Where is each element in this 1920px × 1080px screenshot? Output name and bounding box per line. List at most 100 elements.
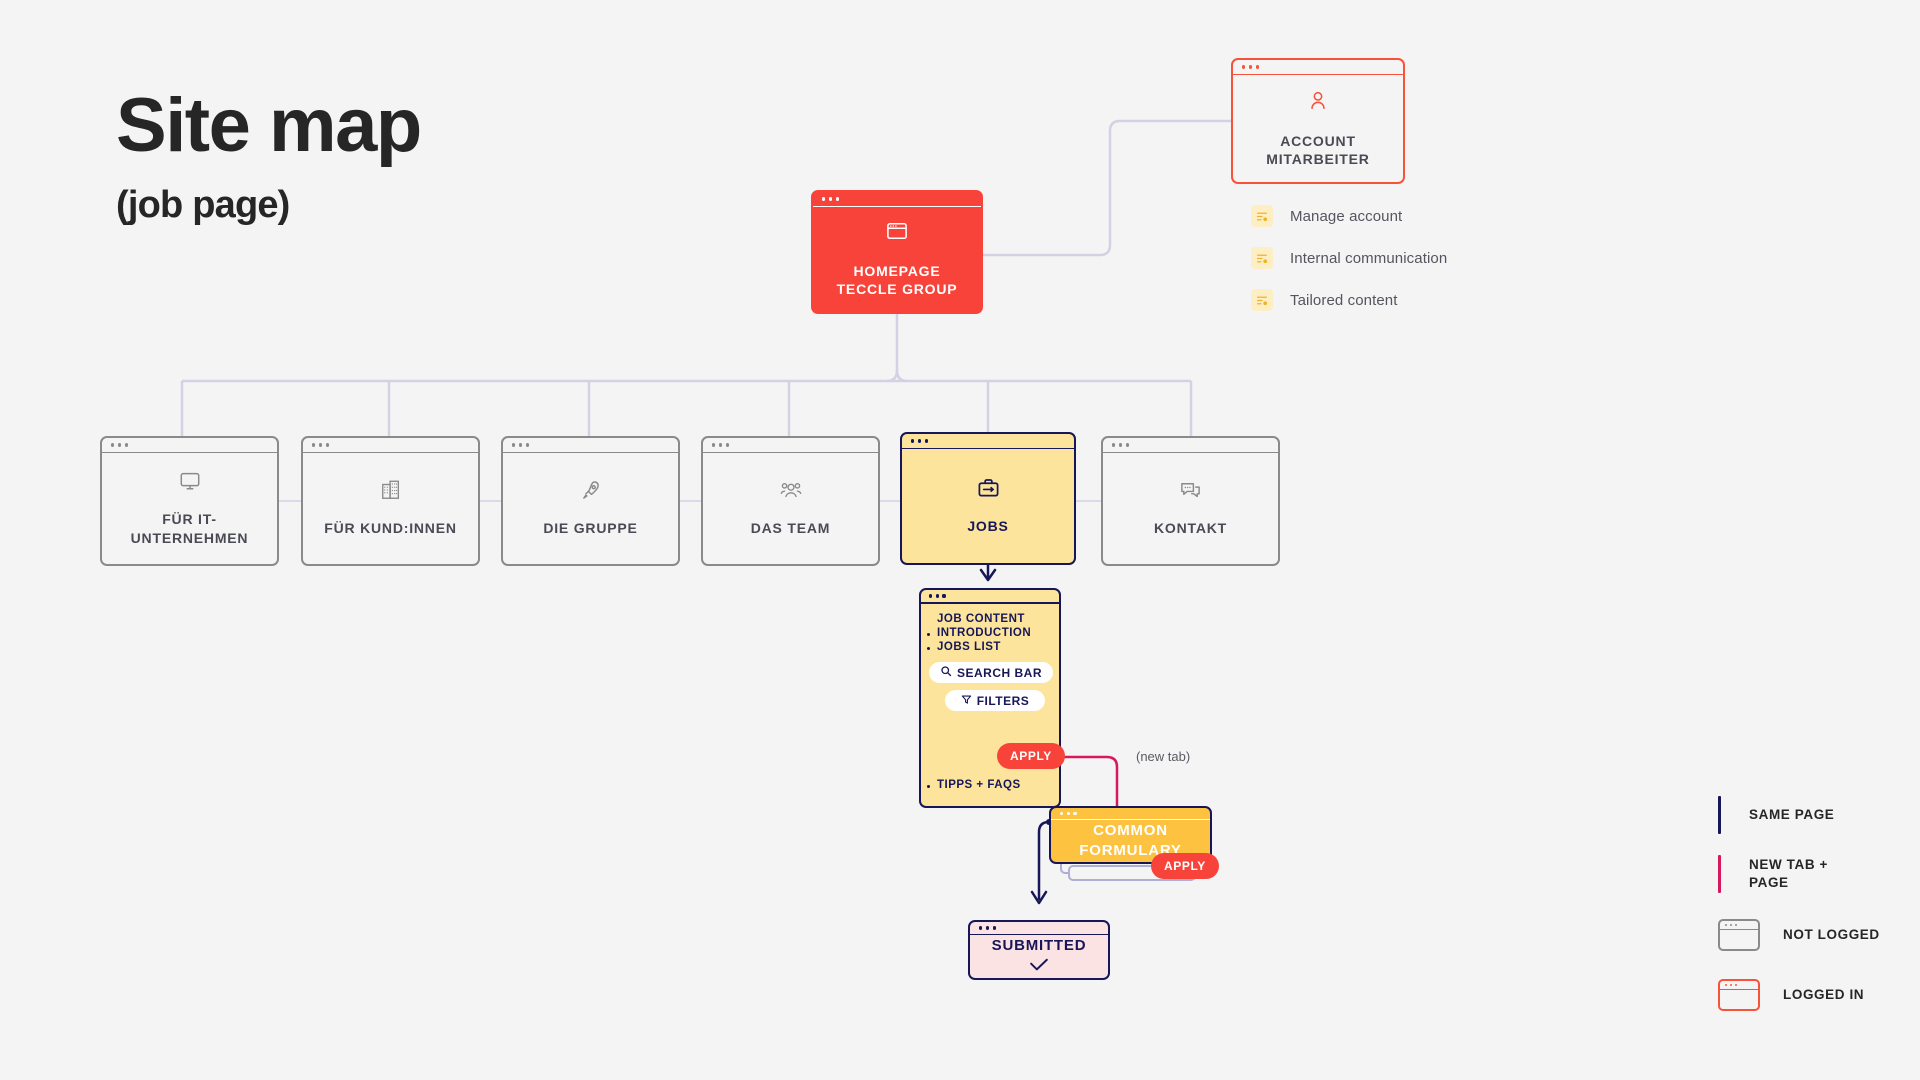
wire-apply-to-formulary xyxy=(1061,755,1119,806)
node-label-line1: COMMON xyxy=(1093,822,1168,840)
node-die-gruppe[interactable]: DIE GRUPPE xyxy=(501,436,680,566)
legend-item-new-tab: NEW TAB + PAGE xyxy=(1718,855,1880,893)
feature-label: Internal communication xyxy=(1290,249,1448,267)
legend-label: NEW TAB + PAGE xyxy=(1749,856,1828,891)
rocket-icon xyxy=(580,479,602,506)
legend-label-line2: PAGE xyxy=(1749,875,1789,890)
arrow-jobs-to-jobcontent xyxy=(979,568,997,582)
node-label-line1: FÜR KUND:INNEN xyxy=(324,520,457,537)
node-jobs[interactable]: JOBS xyxy=(900,432,1076,565)
node-label: DAS TEAM xyxy=(751,519,831,537)
node-label: HOMEPAGE TECCLE GROUP xyxy=(837,262,958,299)
window-titlebar xyxy=(902,434,1074,449)
node-job-content[interactable]: JOB CONTENT INTRODUCTION JOBS LIST SEARC… xyxy=(919,588,1065,808)
node-label-line1: JOBS xyxy=(967,517,1009,534)
node-label-line1: DAS TEAM xyxy=(750,520,831,537)
feature-label: Tailored content xyxy=(1290,291,1398,309)
wire-homepage-to-bus xyxy=(886,314,899,383)
feature-item-tailored-content[interactable]: Tailored content xyxy=(1251,289,1447,311)
search-input[interactable]: SEARCH BAR xyxy=(929,662,1053,683)
node-submitted[interactable]: SUBMITTED xyxy=(968,920,1110,980)
browser-window-icon xyxy=(886,221,908,246)
node-label: FÜR KUND:INNEN xyxy=(324,519,457,537)
window-titlebar xyxy=(303,438,478,453)
title-main: Site map xyxy=(116,83,422,168)
filters-button[interactable]: FILTERS xyxy=(945,690,1045,711)
legend-line-crimson xyxy=(1718,855,1721,893)
settings-list-icon xyxy=(1251,289,1273,311)
page-title: Site map (job page) xyxy=(116,83,422,227)
node-label-line1: FÜR IT- xyxy=(162,511,217,528)
monitor-icon xyxy=(179,470,201,497)
legend-line-navy xyxy=(1718,796,1721,834)
node-das-team[interactable]: DAS TEAM xyxy=(701,436,880,566)
job-content-heading: JOB CONTENT xyxy=(937,613,1025,625)
account-feature-list: Manage account Internal communication Ta… xyxy=(1251,205,1447,331)
node-label-line2: TECCLE GROUP xyxy=(836,281,958,297)
window-titlebar xyxy=(813,192,981,207)
legend-label-line1: NEW TAB + xyxy=(1749,857,1829,873)
node-homepage-teccle-group[interactable]: HOMEPAGE TECCLE GROUP xyxy=(811,190,983,314)
filters-label: FILTERS xyxy=(976,693,1030,708)
window-titlebar xyxy=(921,590,1059,604)
window-titlebar xyxy=(1233,60,1403,75)
window-titlebar xyxy=(970,922,1108,935)
apply-button-formulary[interactable]: APPLY xyxy=(1151,853,1219,879)
node-label-line2: MITARBEITER xyxy=(1266,151,1370,167)
legend-label: NOT LOGGED xyxy=(1783,927,1880,943)
legend-item-same-page: SAME PAGE xyxy=(1718,796,1880,834)
node-label-line1: ACCOUNT xyxy=(1280,132,1356,149)
annotation-new-tab: (new tab) xyxy=(1136,749,1191,764)
wire-homepage-to-bus-right xyxy=(895,369,908,383)
people-icon xyxy=(779,479,803,506)
window-titlebar xyxy=(1051,808,1210,820)
settings-list-icon xyxy=(1251,247,1273,269)
node-label-line1: KONTAKT xyxy=(1154,520,1227,537)
window-titlebar xyxy=(503,438,678,453)
node-fuer-kundinnen[interactable]: FÜR KUND:INNEN xyxy=(301,436,480,566)
legend-label: SAME PAGE xyxy=(1749,807,1835,823)
node-kontakt[interactable]: KONTAKT xyxy=(1101,436,1280,566)
formulary-group: COMMON FORMULARY APPLY xyxy=(1049,806,1219,881)
job-content-bullet-jobs-list: JOBS LIST xyxy=(921,641,1059,653)
node-label: FÜR IT- UNTERNEHMEN xyxy=(131,510,249,547)
node-label: DIE GRUPPE xyxy=(543,519,637,537)
node-label-line1: DIE GRUPPE xyxy=(543,520,638,537)
settings-list-icon xyxy=(1251,205,1273,227)
buildings-icon xyxy=(380,479,402,506)
legend-window-gray xyxy=(1718,919,1760,951)
check-icon xyxy=(1028,958,1050,977)
node-label: ACCOUNT MITARBEITER xyxy=(1266,132,1369,169)
search-icon xyxy=(940,665,952,680)
feature-item-internal-communication[interactable]: Internal communication xyxy=(1251,247,1447,269)
node-label: KONTAKT xyxy=(1154,519,1227,537)
apply-button-joblist[interactable]: APPLY xyxy=(997,743,1065,769)
node-label: SUBMITTED xyxy=(991,936,1087,954)
wire-homepage-to-account xyxy=(983,119,1231,257)
legend-item-not-logged: NOT LOGGED xyxy=(1718,919,1880,951)
legend-label: LOGGED IN xyxy=(1783,987,1865,1003)
user-icon xyxy=(1307,89,1329,116)
title-subtitle: (job page) xyxy=(116,184,290,226)
legend-window-red xyxy=(1718,979,1760,1011)
funnel-icon xyxy=(961,694,972,708)
chat-bubbles-icon xyxy=(1179,479,1202,506)
feature-label: Manage account xyxy=(1290,207,1403,225)
feature-item-manage-account[interactable]: Manage account xyxy=(1251,205,1447,227)
node-label-line1: HOMEPAGE xyxy=(853,262,941,279)
window-titlebar xyxy=(703,438,878,453)
window-titlebar xyxy=(1103,438,1278,453)
node-account-mitarbeiter[interactable]: ACCOUNT MITARBEITER xyxy=(1231,58,1405,184)
wire-formulary-to-submitted xyxy=(1037,820,1050,900)
node-fuer-it-unternehmen[interactable]: FÜR IT- UNTERNEHMEN xyxy=(100,436,279,566)
node-label: JOBS xyxy=(967,517,1008,535)
briefcase-icon xyxy=(977,477,1000,504)
node-label-line2: UNTERNEHMEN xyxy=(130,529,249,546)
job-content-bullet-tipps-faqs: TIPPS + FAQS xyxy=(921,779,1021,791)
job-content-bullet-introduction: INTRODUCTION xyxy=(921,627,1059,639)
legend: SAME PAGE NEW TAB + PAGE NOT LOGGED LOGG… xyxy=(1718,796,1880,1032)
search-label: SEARCH BAR xyxy=(956,665,1042,680)
arrow-formulary-to-submitted xyxy=(1030,890,1048,905)
legend-item-logged-in: LOGGED IN xyxy=(1718,979,1880,1011)
